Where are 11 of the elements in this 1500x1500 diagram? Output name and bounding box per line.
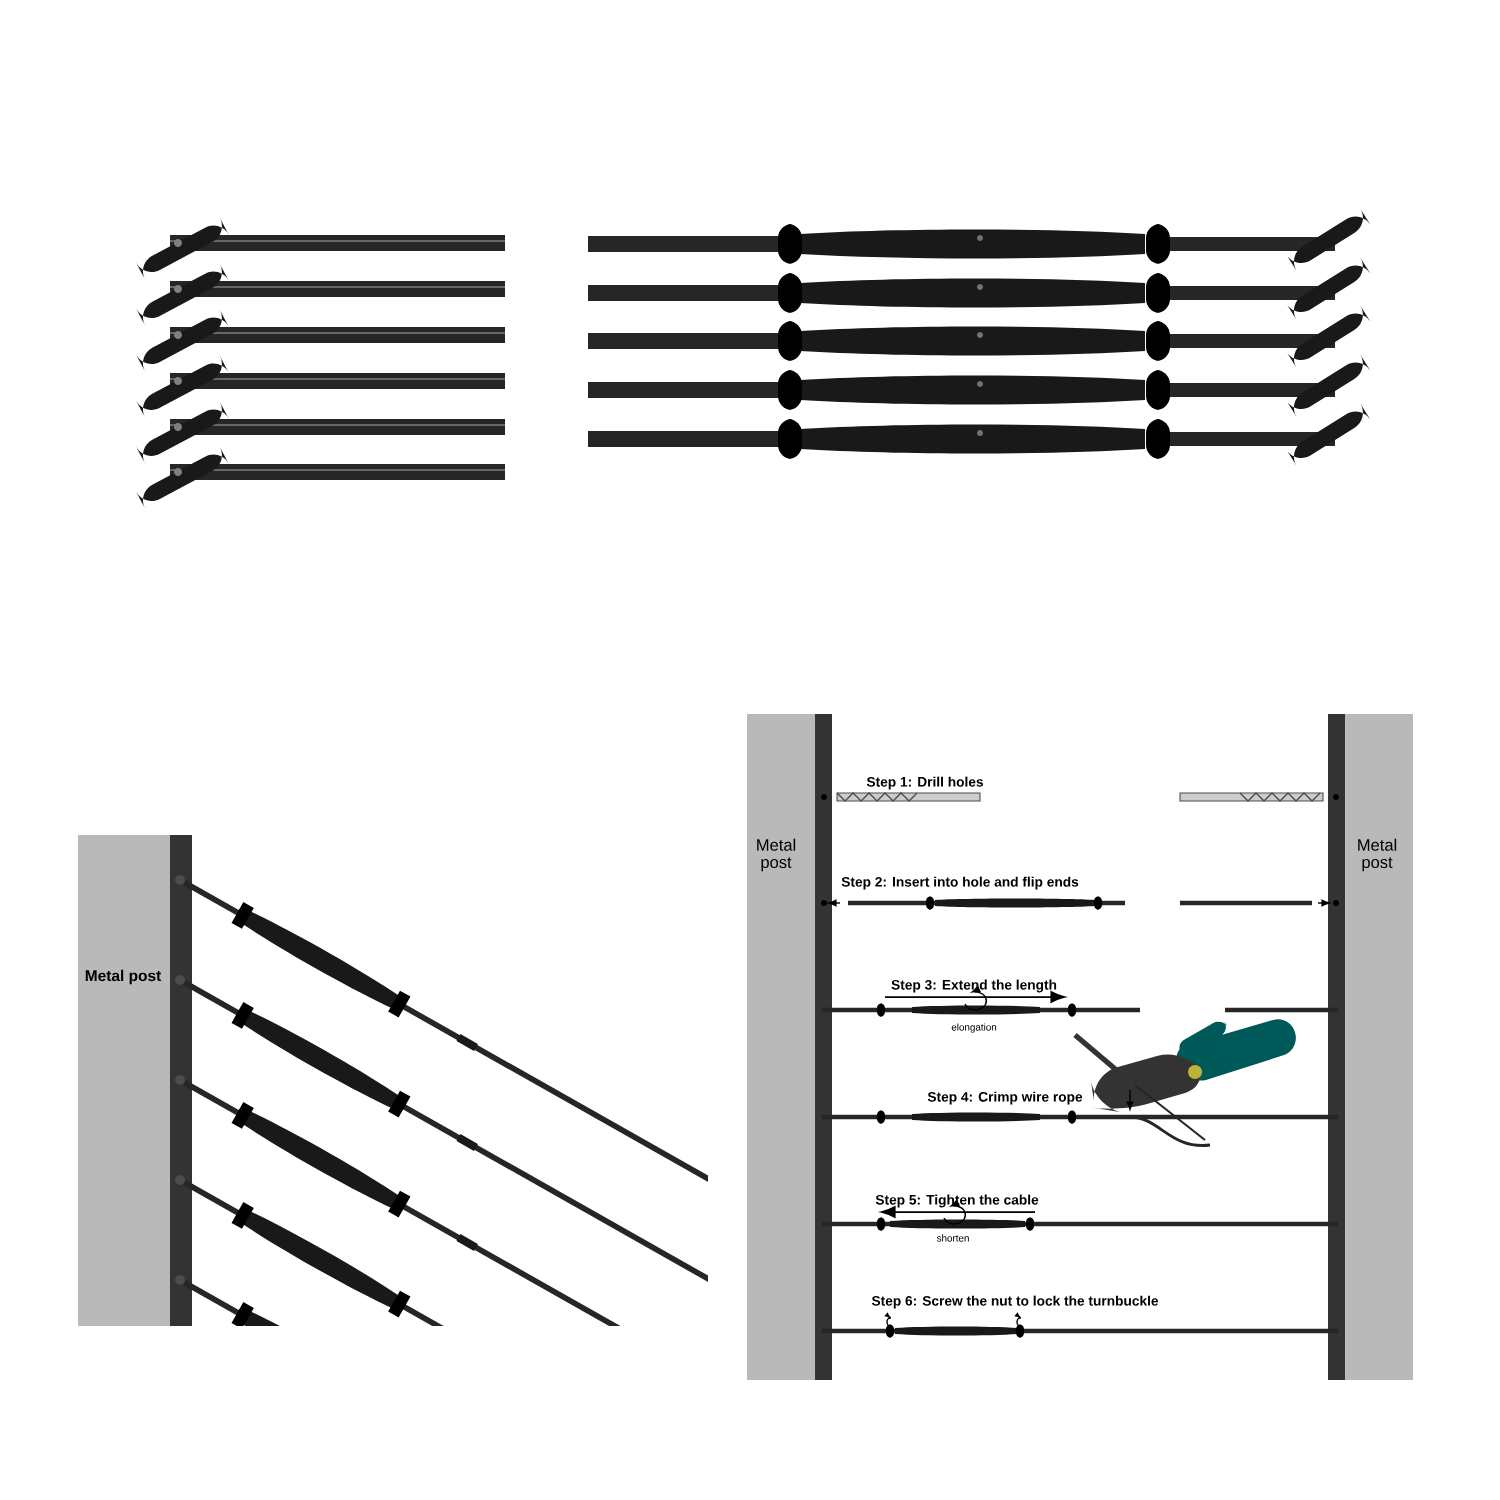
- step-label: Step 1: Drill holes: [866, 776, 983, 790]
- post-label: Metal post: [83, 968, 163, 986]
- step-label: Step 2: Insert into hole and flip ends: [841, 876, 1079, 890]
- direction-label: shorten: [936, 1234, 969, 1242]
- post-label: Metal post: [757, 838, 796, 872]
- post-label: Metal post: [1358, 838, 1397, 872]
- step-label: Step 4: Crimp wire rope: [927, 1091, 1083, 1105]
- step-label: Step 3: Extend the length: [891, 979, 1057, 993]
- direction-label: elongation: [951, 1023, 997, 1033]
- step-label: Step 6: Screw the nut to lock the turnbuckle: [871, 1295, 1159, 1309]
- step-label: Step 5: Tighten the cable: [875, 1194, 1039, 1208]
